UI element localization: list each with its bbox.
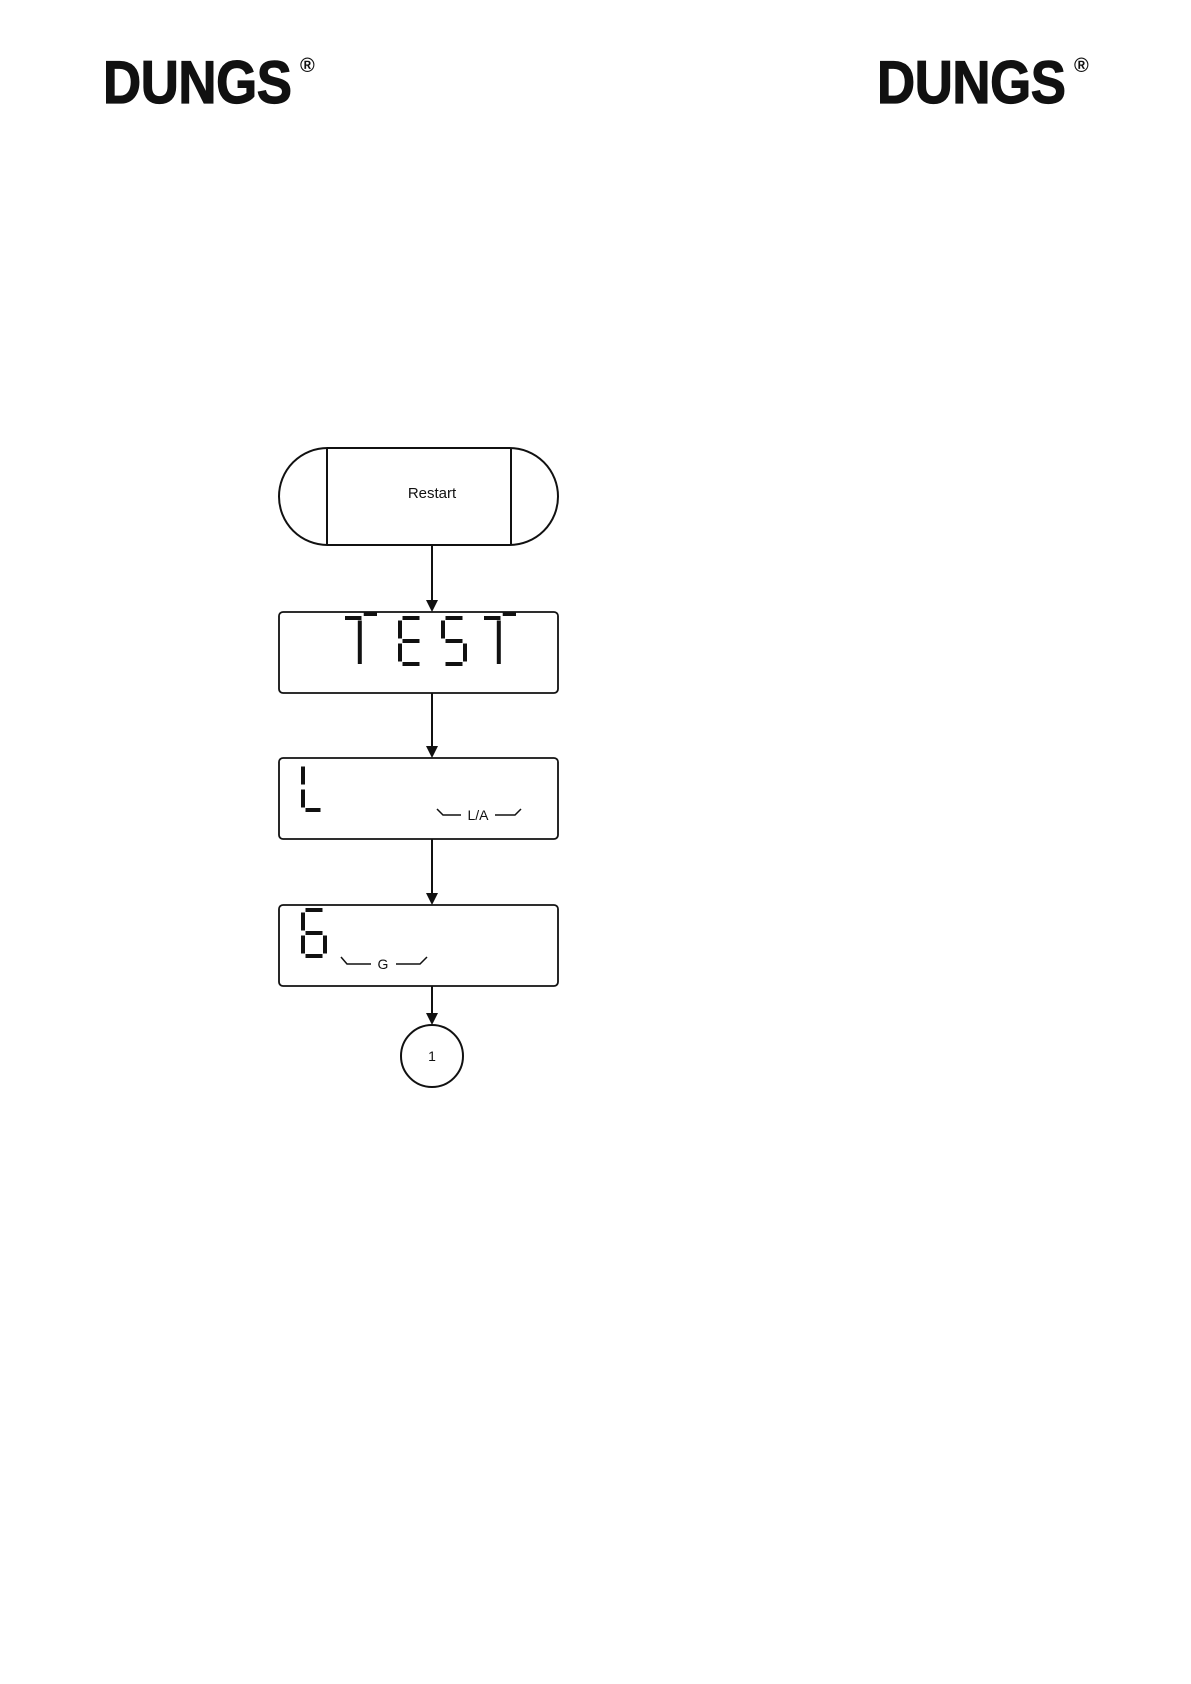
flow-arrow — [426, 986, 438, 1025]
indicator-label: L/A — [467, 807, 489, 823]
connector-circle: 1 — [401, 1025, 463, 1087]
indicator-label: G — [378, 956, 389, 972]
flow-arrow — [426, 545, 438, 612]
restart-label: Restart — [408, 485, 457, 502]
display-box — [279, 758, 558, 839]
flow-arrow — [426, 839, 438, 905]
display-step-test — [279, 612, 558, 693]
flow-arrow — [426, 693, 438, 758]
display-step-l: L/A — [279, 758, 558, 839]
display-box — [279, 905, 558, 986]
restart-terminator: Restart — [279, 448, 558, 545]
connector-label: 1 — [428, 1048, 436, 1064]
display-box — [279, 612, 558, 693]
display-step-6: G — [279, 905, 558, 986]
